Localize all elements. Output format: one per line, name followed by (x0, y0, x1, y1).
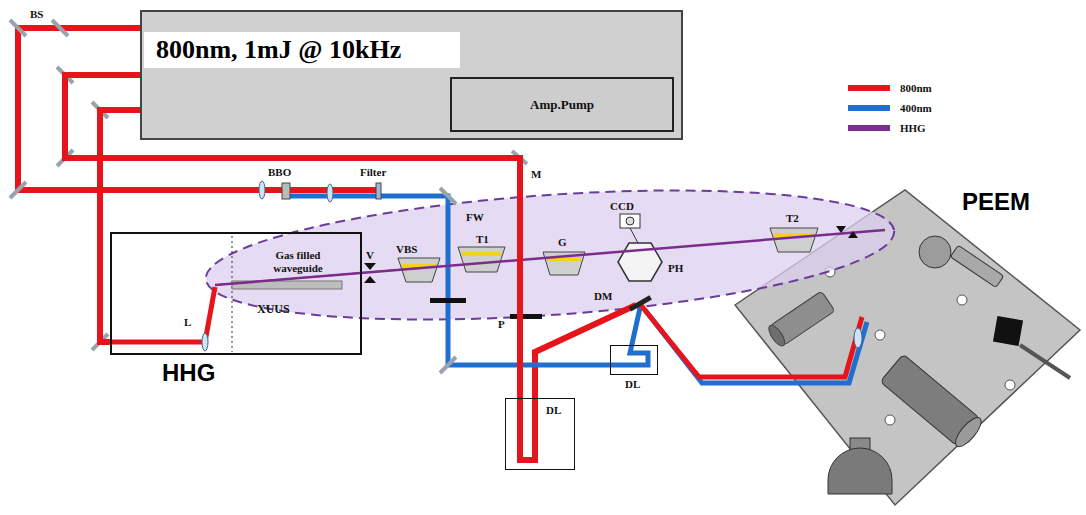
beam-800nm (640, 304, 862, 377)
chamber-label: XUUS (257, 302, 290, 317)
lens (259, 181, 265, 199)
aperture-symbol (836, 226, 846, 233)
legend-text: 400nm (900, 102, 932, 114)
optic-label: PH (668, 262, 683, 275)
legend-row: 400nm (848, 98, 932, 118)
ccd-lens (626, 217, 634, 225)
lens (327, 184, 333, 202)
peem-column (880, 354, 985, 450)
translation-stage (430, 298, 466, 303)
delay-line: DL (505, 398, 575, 470)
optic-label: BBO (268, 166, 291, 179)
optic-label: M (531, 168, 541, 181)
optic-label: BS (30, 8, 43, 21)
section-title: HHG (162, 359, 215, 387)
delay-label: DL (546, 404, 561, 416)
delay-label: DL (625, 378, 640, 390)
legend-text: HHG (900, 122, 926, 134)
pump-label: Amp.Pump (530, 97, 594, 113)
laser-spec: 800nm, 1mJ @ 10kHz (144, 32, 460, 68)
peem-arm (950, 245, 1003, 287)
beam-hhg (215, 230, 885, 285)
mirror (10, 20, 26, 36)
legend-swatch (848, 85, 890, 91)
toroidal-mirror (458, 247, 505, 272)
lens (202, 333, 208, 351)
hhg-chamber: XUUSHHG (110, 232, 362, 355)
peem-chamber-top (919, 236, 951, 268)
optic-label: T1 (476, 233, 489, 246)
camera-mount (630, 228, 638, 243)
hole (885, 415, 895, 425)
detector-block (993, 316, 1023, 346)
legend-swatch (848, 125, 890, 131)
chamber-divider (232, 236, 233, 352)
laser-box: Amp.Pump 800nm, 1mJ @ 10kHz (140, 10, 683, 140)
arm-body (950, 245, 1003, 287)
legend-swatch (848, 105, 890, 111)
translation-stage (510, 314, 542, 319)
hole (875, 330, 885, 340)
mirror-coating (462, 252, 501, 256)
optic-label: DM (594, 290, 612, 303)
valve-symbol (364, 263, 376, 270)
optic-label: VBS (396, 243, 417, 256)
optic-label: Filter (360, 166, 386, 179)
bbo-crystal (282, 183, 290, 199)
beam-800nm (110, 287, 215, 342)
legend-row: HHG (848, 118, 932, 138)
beam-800nm (520, 305, 636, 460)
optic-label: G (558, 236, 567, 249)
column-flange (951, 414, 985, 451)
peem-port (766, 291, 835, 348)
legend-row: 800nm (848, 78, 932, 98)
ccd-camera (620, 214, 640, 228)
optic-label: P (498, 318, 505, 331)
mirror (440, 188, 456, 204)
component-label: Gas filled waveguide (262, 249, 334, 275)
mirror (440, 357, 456, 373)
laser-beam (100, 110, 140, 342)
vacuum-dome (828, 448, 892, 494)
beam-400nm (645, 310, 867, 383)
hole (957, 295, 967, 305)
manipulator-rod (1020, 345, 1070, 378)
mirror (10, 182, 26, 198)
beam-splitter (52, 20, 68, 36)
optic-label: FW (466, 211, 484, 224)
instrument-title: PEEM (962, 188, 1030, 216)
pump-box: Amp.Pump (450, 77, 674, 132)
filter (376, 183, 381, 199)
beam-400nm (290, 196, 648, 365)
optic-label: V (366, 249, 374, 262)
focusing-lens (854, 328, 862, 348)
port-flange (766, 323, 788, 348)
legend-text: 800nm (900, 82, 932, 94)
delay-line: DL (610, 345, 658, 375)
optic-label: T2 (786, 212, 799, 225)
valve-symbol (364, 276, 376, 283)
aperture-symbol (848, 231, 858, 238)
hole (1005, 380, 1015, 390)
optic-label: L (184, 316, 191, 329)
legend: 800nm 400nmHHG (848, 78, 932, 138)
dichroic-mirror (629, 295, 652, 311)
optic-label: CCD (610, 200, 634, 213)
